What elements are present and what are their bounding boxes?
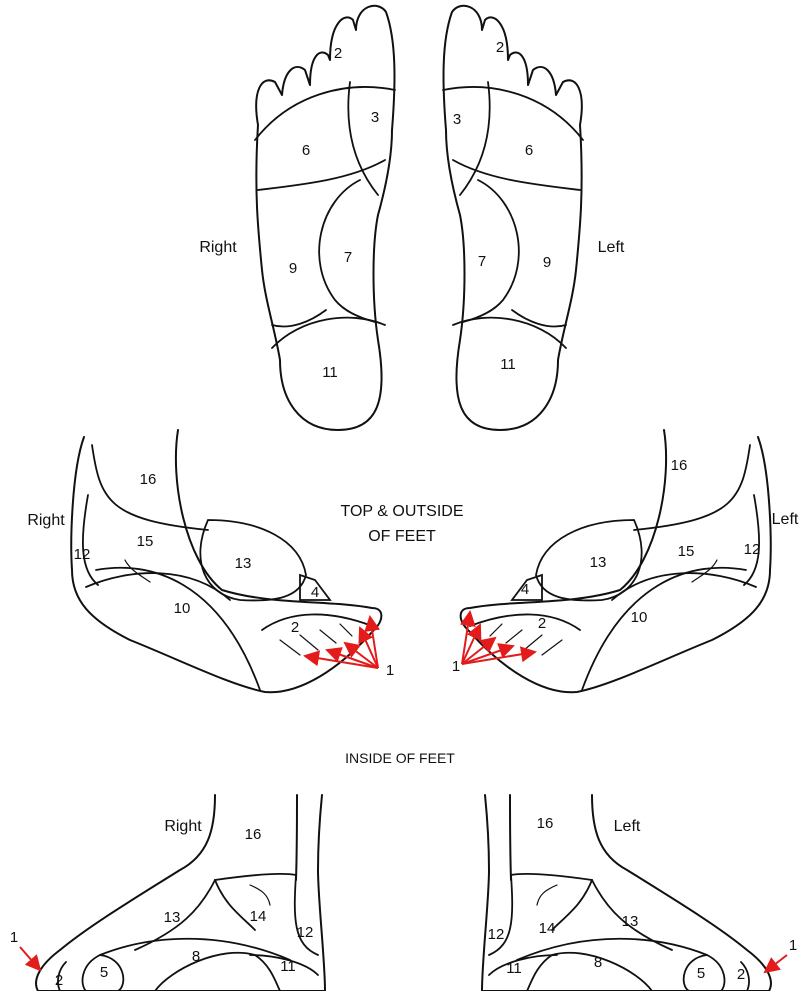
inside-left-zone-8: 8 [594,954,602,971]
top-right-zone-16: 16 [140,471,157,488]
top-right-zone-10: 10 [174,600,191,617]
top-right-zone-4: 4 [311,584,319,601]
sole-left-zone-11: 11 [500,356,516,373]
sole-right-label: Right [199,239,237,256]
sole-right-zone-11: 11 [322,364,338,381]
top-left-zone-4: 4 [521,581,529,598]
inside-left-zone-2: 2 [737,966,745,983]
inside-right-label: Right [164,818,202,835]
inside-left-zone-16: 16 [537,815,554,832]
sole-left-label: Left [598,239,625,256]
inside-left-pointer [765,955,787,972]
inside-right-zone-8: 8 [192,948,200,965]
inside-left-zone-1: 1 [789,937,797,954]
inside-left-label: Left [614,818,641,835]
inside-right-zone-11: 11 [280,958,296,975]
sole-right-zone-2: 2 [334,45,342,62]
top-right-zone-1: 1 [386,662,394,679]
sole-left-zone-6: 6 [525,142,533,159]
top-left-zone-16: 16 [671,457,688,474]
top-right-zone-12: 12 [74,546,91,563]
sole-left-zone-9: 9 [543,254,551,271]
top-outside-left-foot [461,430,771,692]
sole-left-zone-2: 2 [496,39,504,56]
top-outside-title-line1: TOP & OUTSIDE [341,503,464,520]
sole-right-zone-7: 7 [344,249,352,266]
top-right-zone-15: 15 [137,533,154,550]
top-left-zone-2: 2 [538,615,546,632]
inside-feet-title: INSIDE OF FEET [345,750,455,766]
top-right-zone-13: 13 [235,555,252,572]
inside-right-pointer [20,947,40,970]
inside-left-zone-13: 13 [622,913,639,930]
top-right-label: Right [27,512,65,529]
sole-right-zone-9: 9 [289,260,297,277]
inside-right-zone-12: 12 [297,924,314,941]
inside-left-zone-12: 12 [488,926,505,943]
sole-right-zone-3: 3 [371,109,379,126]
sole-left-zone-3: 3 [453,111,461,128]
sole-right-zone-6: 6 [302,142,310,159]
inside-left-zone-11: 11 [506,960,522,977]
inside-right-zone-16: 16 [245,826,262,843]
inside-right-zone-2: 2 [55,972,63,989]
top-left-zone-13: 13 [590,554,607,571]
top-right-zone-2: 2 [291,619,299,636]
sole-left-zone-7: 7 [478,253,486,270]
top-left-zone-15: 15 [678,543,695,560]
top-outside-title-line2: OF FEET [368,528,436,545]
top-left-zone-12: 12 [744,541,761,558]
inside-left-zone-14: 14 [539,920,556,937]
top-left-zone-1: 1 [452,658,460,675]
top-left-label: Left [772,511,799,528]
inside-right-zone-1: 1 [10,929,18,946]
inside-left-zone-5: 5 [697,965,705,982]
inside-right-zone-5: 5 [100,964,108,981]
inside-right-zone-13: 13 [164,909,181,926]
top-left-zone-10: 10 [631,609,648,626]
inside-right-zone-14: 14 [250,908,267,925]
